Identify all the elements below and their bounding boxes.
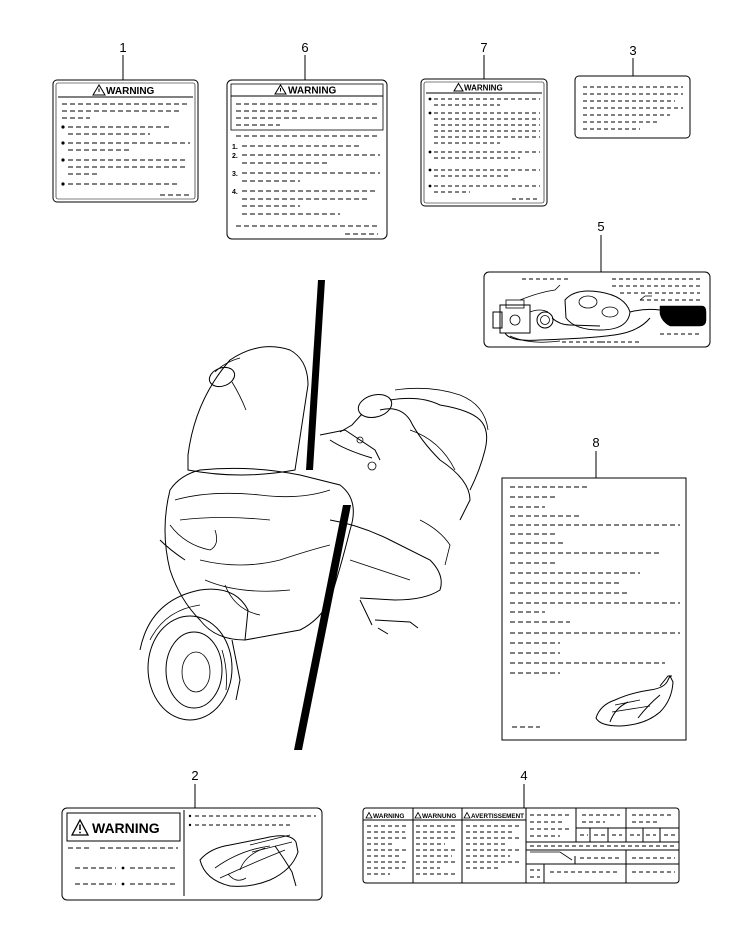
label-2-warning-title: WARNING bbox=[92, 820, 160, 836]
label-4: WARNING WARNUNG AVERTISSEMENT bbox=[362, 807, 680, 884]
label-6-step-4: 4. bbox=[232, 189, 238, 196]
warning-triangle-icon bbox=[414, 811, 422, 819]
callout-number-8: 8 bbox=[592, 435, 599, 450]
callout-number-2: 2 bbox=[191, 768, 198, 783]
callout-3: 3 bbox=[629, 43, 637, 76]
callout-number-1: 1 bbox=[119, 40, 126, 55]
callout-number-6: 6 bbox=[301, 40, 308, 55]
pointer-bar-lower bbox=[294, 505, 351, 750]
label-8 bbox=[501, 477, 687, 741]
label-4-avertissement-title: AVERTISSEMENT bbox=[471, 814, 524, 820]
warning-triangle-icon bbox=[92, 84, 106, 96]
warning-triangle-icon bbox=[365, 811, 373, 819]
label-3 bbox=[574, 75, 691, 139]
callout-6: 6 bbox=[301, 40, 309, 80]
callout-8: 8 bbox=[592, 435, 600, 478]
callout-1: 1 bbox=[119, 40, 127, 80]
label-5 bbox=[483, 271, 711, 348]
label-6-step-1: 1. bbox=[232, 144, 238, 151]
callout-5: 5 bbox=[597, 219, 605, 272]
warning-triangle-icon bbox=[70, 818, 90, 836]
callout-4: 4 bbox=[520, 768, 528, 808]
label-1: WARNING bbox=[52, 79, 199, 203]
label-6-step-2: 2. bbox=[232, 153, 238, 160]
callout-number-4: 4 bbox=[520, 768, 527, 783]
label-6-warning-title: WARNING bbox=[288, 86, 337, 97]
warning-triangle-icon bbox=[463, 811, 471, 819]
label-7-warning-title: WARNING bbox=[464, 84, 503, 93]
label-7: WARNING bbox=[420, 78, 548, 207]
callout-number-3: 3 bbox=[629, 43, 636, 58]
warning-triangle-icon bbox=[453, 82, 464, 92]
warning-triangle-icon bbox=[274, 84, 287, 95]
label-6-step-3: 3. bbox=[232, 171, 238, 178]
label-4-warnung-title: WARNUNG bbox=[422, 813, 456, 820]
label-4-warning-title: WARNING bbox=[373, 813, 404, 820]
pointer-bar-upper bbox=[306, 280, 325, 470]
label-1-warning-title: WARNING bbox=[106, 86, 155, 97]
scooter-illustration bbox=[139, 280, 489, 750]
callout-7: 7 bbox=[480, 40, 488, 79]
callout-2: 2 bbox=[191, 768, 199, 808]
callout-number-5: 5 bbox=[597, 219, 604, 234]
label-2: WARNING bbox=[61, 807, 323, 901]
callout-number-7: 7 bbox=[480, 40, 487, 55]
label-6: WARNING 1. 2. 3. 4. bbox=[226, 79, 388, 240]
